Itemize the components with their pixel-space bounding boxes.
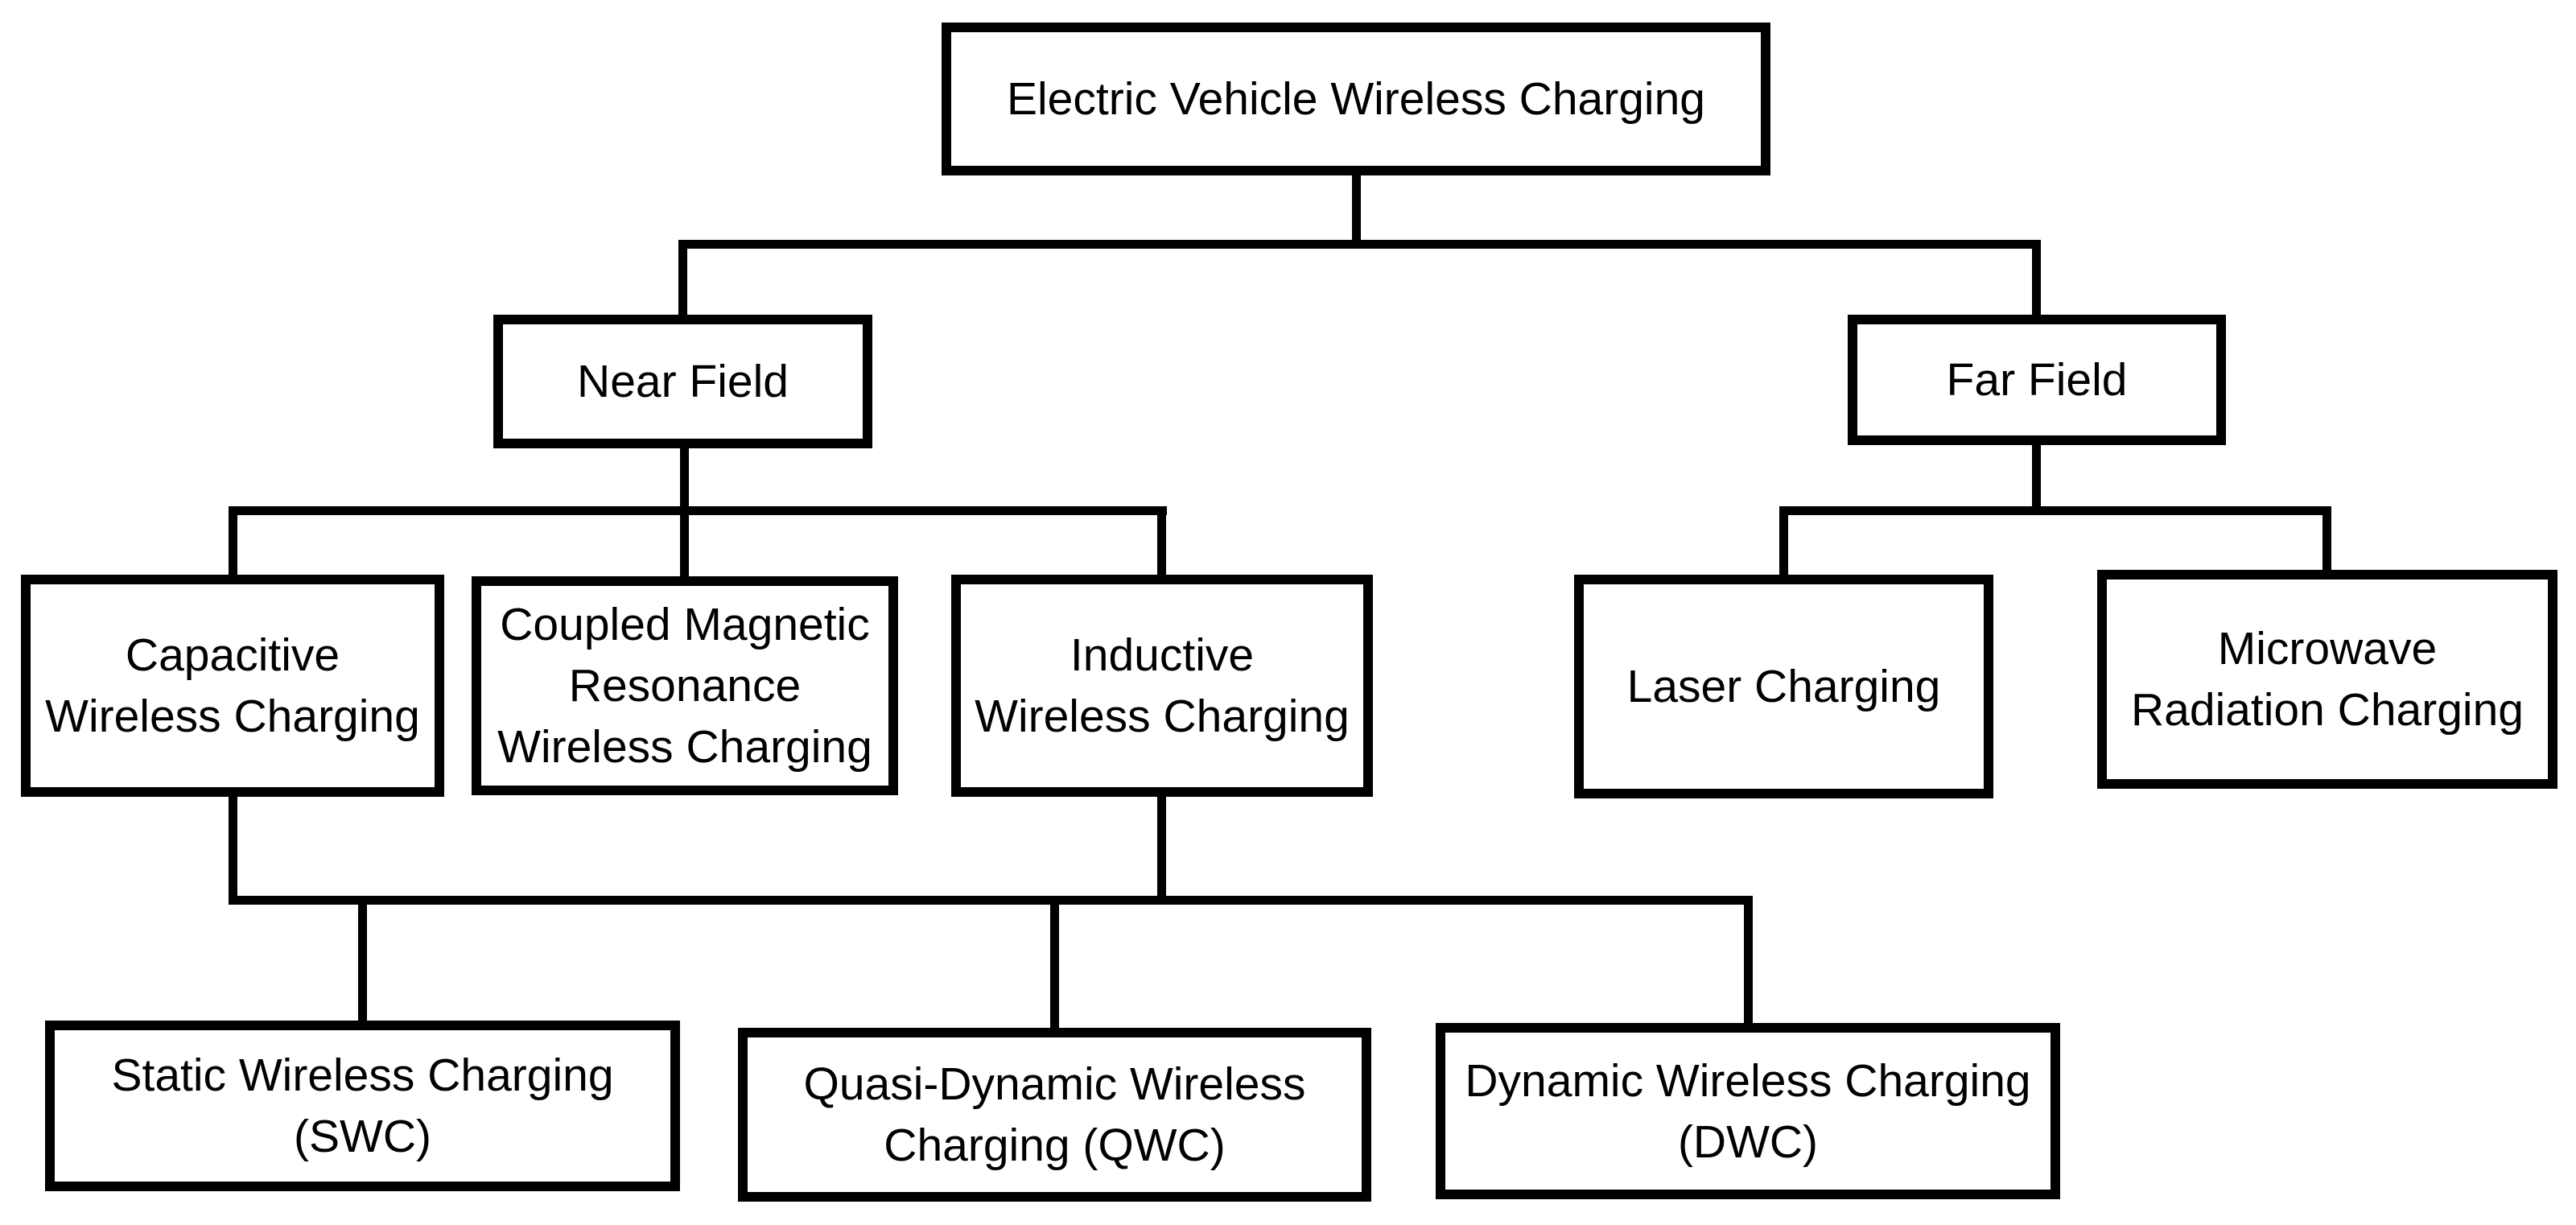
connector-drop-laser [1779, 506, 1788, 583]
connector-drop-qwc [1050, 896, 1059, 1036]
connector-drop-swc [358, 896, 367, 1029]
connector-drop-near-field [678, 240, 687, 320]
connector-bottom-children-bar [229, 896, 1753, 905]
connector-drop-coupled [680, 506, 689, 583]
connector-far-children-bar [1779, 506, 2331, 515]
node-electric-vehicle-wireless-charging: Electric Vehicle Wireless Charging [942, 23, 1770, 175]
connector-drop-far-field [2032, 240, 2041, 320]
node-static-wireless-charging-swc: Static Wireless Charging (SWC) [45, 1021, 680, 1191]
node-quasi-dynamic-wireless-charging-qwc: Quasi-Dynamic Wireless Charging (QWC) [738, 1028, 1371, 1202]
node-inductive-wireless-charging: Inductive Wireless Charging [951, 575, 1373, 797]
connector-drop-microwave [2323, 506, 2331, 579]
node-capacitive-wireless-charging: Capacitive Wireless Charging [21, 575, 444, 797]
connector-root-stem [1352, 169, 1361, 245]
connector-drop-inductive [1157, 506, 1166, 583]
connector-near-field-stem [680, 443, 689, 515]
connector-inductive-stem [1157, 792, 1166, 905]
connector-drop-capacitive [229, 506, 237, 583]
node-laser-charging: Laser Charging [1574, 575, 1993, 798]
node-far-field: Far Field [1848, 315, 2226, 445]
node-microwave-radiation-charging: Microwave Radiation Charging [2097, 570, 2557, 789]
connector-capacitive-stem [229, 792, 237, 905]
connector-drop-dwc [1744, 896, 1753, 1031]
node-dynamic-wireless-charging-dwc: Dynamic Wireless Charging (DWC) [1436, 1023, 2060, 1199]
node-near-field: Near Field [493, 315, 872, 448]
connector-level1-bar [678, 240, 2041, 249]
connector-far-field-stem [2032, 439, 2041, 515]
connector-near-children-bar [229, 506, 1167, 515]
node-coupled-magnetic-resonance-wireless-charging: Coupled Magnetic Resonance Wireless Char… [472, 576, 898, 795]
